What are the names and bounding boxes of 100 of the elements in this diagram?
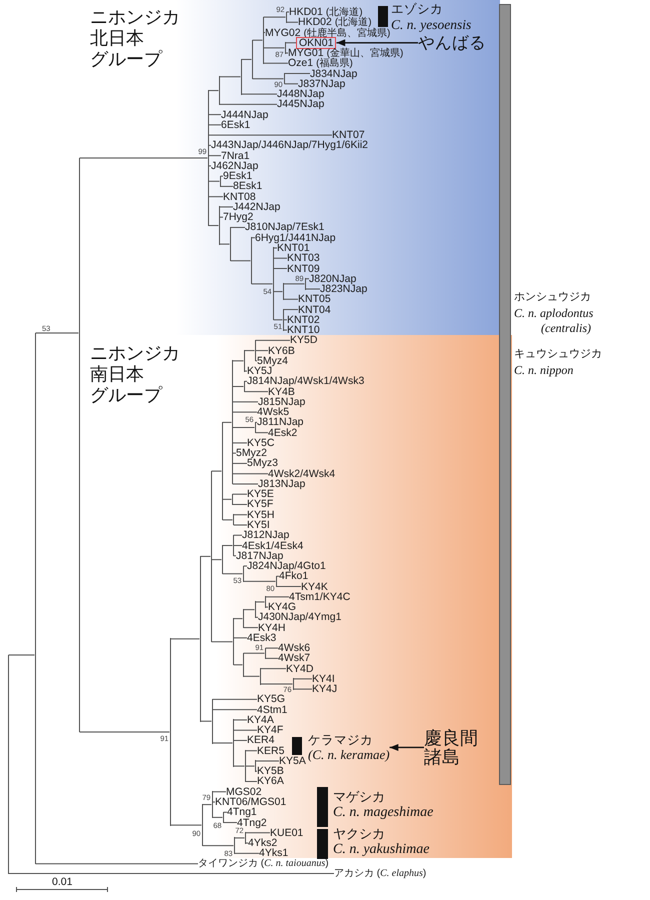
branch-line — [273, 247, 278, 248]
branch-line — [273, 268, 288, 269]
taxon-label: KY4F — [257, 725, 284, 736]
taxon-label: 4Wsk5 — [257, 407, 290, 418]
taxon-label: J462NJap — [211, 160, 258, 171]
branch-line — [251, 237, 256, 238]
branch-line — [232, 452, 236, 454]
branch-line — [170, 824, 202, 826]
branch-line — [232, 494, 248, 495]
branch-line — [219, 104, 278, 105]
taxon-label: アカシカ (C. elaphus) — [334, 868, 426, 878]
branch-line — [233, 664, 243, 666]
taxon-label: 6Esk1 — [221, 120, 250, 130]
taxon-label: J824NJap/4Gto1 — [247, 561, 326, 572]
branch-line — [245, 766, 255, 767]
taxon-label: KNT01 — [277, 242, 310, 253]
taxon-label: KY6B — [268, 346, 295, 356]
taxon-label: KNT02 — [287, 314, 320, 325]
place-label: 慶良間諸島 — [424, 728, 479, 767]
branch-line — [233, 740, 248, 741]
taxon-label: J810NJap/7Esk1 — [245, 222, 324, 232]
scientific-name-label: C. n. nippon — [514, 363, 574, 378]
branch-line — [243, 609, 255, 610]
taxon-label: HKD02 (北海道) — [298, 17, 372, 28]
taxon-label: KY4I — [312, 674, 335, 684]
taxon-label: J448NJap — [277, 89, 324, 100]
branch-line — [230, 226, 246, 228]
taxon-label: KY5A — [279, 756, 306, 766]
branch-line — [219, 76, 241, 78]
branch-line — [219, 244, 230, 245]
branch-line — [208, 165, 212, 166]
branch-line — [208, 124, 222, 126]
taxon-label: HKD01 (北海道) — [289, 7, 363, 17]
taxon-label: J823NJap — [320, 284, 368, 294]
taxon-label: KY4J — [312, 684, 338, 694]
taxon-label: 9Esk1 — [223, 171, 252, 182]
branch-line — [260, 668, 286, 670]
branch-line — [232, 412, 258, 413]
taxon-label: 4Yks1 — [259, 848, 288, 858]
branch-line — [234, 852, 260, 854]
taxon-label: 4Esk2 — [268, 428, 298, 438]
branch-line — [255, 760, 280, 762]
taxon-label: J834NJap — [310, 68, 358, 79]
branch-line — [8, 654, 35, 656]
branch-line — [208, 134, 332, 136]
branch-line — [208, 196, 224, 198]
branch-line — [305, 288, 320, 290]
branch-line — [233, 637, 248, 638]
taxon-label: Oze1 (福島県) — [288, 58, 353, 68]
branch-line — [233, 534, 242, 536]
branch-line — [283, 319, 288, 320]
taxon-label: 4Esk3 — [247, 632, 276, 643]
taxon-label: KUE01 — [270, 828, 304, 838]
branch-line — [252, 78, 284, 80]
branch-line — [241, 94, 278, 95]
taxon-label: 8Esk1 — [233, 181, 262, 192]
taxon-label: KY4B — [268, 386, 295, 397]
branch-line — [244, 350, 255, 352]
branch-line — [255, 350, 268, 352]
taxon-label: J837NJap — [298, 78, 346, 89]
branch-line — [245, 750, 258, 752]
branch-line — [208, 225, 219, 226]
taxon-label: J812NJap — [242, 530, 290, 540]
taxon-label: KY5G — [257, 694, 286, 704]
taxon-label: KY5C — [247, 438, 274, 448]
branch-line — [222, 519, 233, 520]
branch-line — [232, 504, 248, 505]
branch-line — [263, 47, 285, 48]
branch-line — [211, 470, 222, 472]
scientific-name-label: C. n. aplodontus (centralis) — [514, 306, 594, 336]
branch-line — [232, 483, 258, 484]
branch-line — [35, 863, 198, 864]
taxon-label: KNT10 — [287, 325, 320, 336]
branch-line — [212, 742, 233, 744]
branch-line — [35, 332, 79, 334]
taxon-label: KER5 — [257, 746, 284, 756]
branch-line — [260, 684, 293, 685]
taxon-label: 4Wsk7 — [278, 653, 310, 664]
taxon-label: 4Stm1 — [257, 704, 288, 715]
taxon-label: 4Tng1 — [227, 807, 257, 818]
branch-line — [273, 291, 283, 292]
branch-line — [284, 83, 298, 84]
branch-line — [293, 688, 312, 690]
branch-line — [252, 40, 263, 41]
branch-line — [276, 586, 302, 588]
taxon-label: KY4D — [286, 664, 314, 674]
branch-line — [285, 52, 288, 54]
arrow — [390, 744, 424, 751]
branch-line — [286, 22, 298, 23]
taxon-label: KY5J — [247, 366, 272, 376]
taxon-label: 5Myz3 — [247, 458, 278, 468]
branch-line — [232, 401, 258, 402]
taxon-label: MYG01 (金華山、宮城県) — [288, 48, 404, 58]
branch-line — [202, 845, 234, 846]
taxon-label: KNT09 — [287, 264, 320, 274]
taxon-label: KER4 — [247, 735, 274, 746]
scientific-name-label: C. n. yesoensis — [391, 17, 472, 32]
taxon-label: J444NJap — [221, 110, 268, 120]
taxon-label: KY6A — [257, 776, 284, 786]
branch-line — [230, 260, 251, 262]
